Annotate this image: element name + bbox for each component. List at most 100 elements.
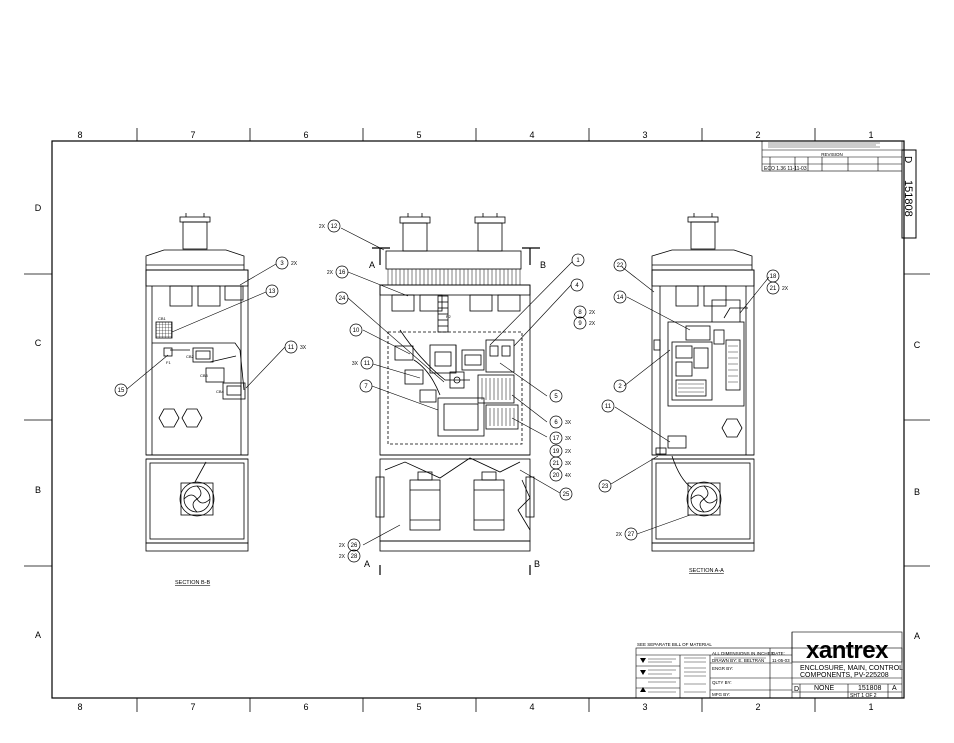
zone-col-top-4: 4: [529, 130, 534, 140]
balloon-quantity: 2X: [616, 532, 623, 538]
balloon-number: 11: [288, 345, 295, 351]
balloon-number: 8: [578, 310, 582, 316]
balloon-quantity: 2X: [327, 270, 334, 276]
zone-col-top-1: 1: [868, 130, 873, 140]
zone-col-bottom-6: 6: [303, 702, 308, 712]
balloon-quantity: 2X: [589, 310, 596, 316]
drawing-number-box: D 151808: [901, 149, 917, 239]
center-view: [372, 213, 540, 575]
balloon-number: 19: [553, 449, 560, 455]
zone-row-right-b: B: [914, 487, 920, 497]
dwg-number: 151808: [858, 685, 881, 692]
zone-col-top-3: 3: [642, 130, 647, 140]
balloon-number: 2: [618, 384, 622, 390]
zone-row-left-c: C: [35, 338, 42, 348]
company-logo: xantrex: [806, 637, 889, 664]
drawing-border: [51, 140, 905, 699]
component-f1: F1: [166, 360, 171, 365]
balloon-number: 25: [563, 492, 570, 498]
balloon-quantity: 4X: [565, 473, 572, 479]
zone-ticks: [24, 128, 930, 712]
component-cb2: CB2: [186, 354, 195, 359]
balloon-number: 11: [605, 404, 612, 410]
zone-row-left-d: D: [35, 203, 42, 213]
balloon-number: 9: [578, 321, 582, 327]
balloon-number: 11: [364, 361, 371, 367]
zone-row-left-a: A: [35, 630, 41, 640]
balloon-quantity: 3X: [565, 436, 572, 442]
section-a-view: [651, 213, 755, 552]
balloon-quantity: 3X: [352, 361, 359, 367]
balloon-quantity: 2X: [319, 224, 326, 230]
zone-col-bottom-3: 3: [642, 702, 647, 712]
zone-col-top-2: 2: [755, 130, 760, 140]
size-value: D: [794, 686, 799, 693]
bom-note: SEE SEPARATE BILL OF MATERIAL: [637, 642, 712, 647]
section-b-label: SECTION B-B: [175, 580, 210, 586]
leader-lines: [126, 227, 770, 546]
component-cb4: CB4: [216, 389, 225, 394]
title-block: [635, 631, 903, 699]
balloon-number: 27: [628, 532, 635, 538]
balloon-number: 28: [351, 554, 358, 560]
cut-label-b-top: B: [540, 260, 546, 270]
cut-label-b-bottom: B: [534, 559, 540, 569]
revision-block: REVISION ECO 1.36 11-11-03: [761, 140, 903, 172]
balloon-number: 12: [331, 224, 338, 230]
drawn-date: 11-05-03: [772, 658, 790, 663]
drawn-by: DRAWN BY: E. BELTRAN: [712, 658, 764, 663]
balloon-quantity: 3X: [565, 420, 572, 426]
zone-row-right-c: C: [914, 340, 921, 350]
cut-label-a-bottom: A: [364, 559, 370, 569]
balloon-quantity: 3X: [565, 461, 572, 467]
balloon-quantity: 2X: [565, 449, 572, 455]
rev-value: A: [892, 685, 897, 692]
balloon-quantity: 2X: [782, 286, 789, 292]
balloon-number: 15: [118, 388, 125, 394]
component-cb3: CB3: [200, 373, 209, 378]
zone-col-bottom-2: 2: [755, 702, 760, 712]
cut-label-a-top: A: [369, 260, 375, 270]
sheet-value: SHT 1 OF 2: [850, 693, 877, 699]
component-cb1: CB1: [158, 316, 167, 321]
scale-value: NONE: [814, 685, 835, 692]
balloon-number: 21: [770, 286, 777, 292]
balloon-number: 18: [770, 274, 777, 280]
component-f2: F2: [446, 314, 451, 319]
revision-header: REVISION: [821, 152, 843, 157]
balloon-number: 13: [269, 289, 276, 295]
balloon-number: 6: [554, 420, 558, 426]
callout-balloons: [114, 219, 780, 563]
balloon-quantity: 3X: [300, 345, 307, 351]
zone-col-top-5: 5: [416, 130, 421, 140]
drawing-size-vertical: D: [902, 156, 913, 163]
dimensions-note: ALL DIMENSIONS IN INCHES: [712, 651, 774, 656]
zone-col-bottom-5: 5: [416, 702, 421, 712]
balloon-number: 1: [576, 258, 580, 264]
section-b-view: [145, 213, 249, 552]
balloon-number: 10: [353, 328, 360, 334]
revision-row: ECO 1.36 11-11-03: [764, 166, 807, 172]
balloon-number: 16: [339, 270, 346, 276]
zone-col-bottom-1: 1: [868, 702, 873, 712]
balloon-number: 26: [351, 543, 358, 549]
balloon-number: 23: [602, 484, 609, 490]
zone-row-right-a: A: [914, 631, 920, 641]
title-line-1: ENCLOSURE, MAIN, CONTROL: [800, 665, 903, 672]
mfg-by: MFG BY:: [712, 692, 730, 697]
zone-col-bottom-4: 4: [529, 702, 534, 712]
balloon-quantity: 2X: [339, 554, 346, 560]
engr-by: ENGR BY:: [712, 666, 733, 671]
balloon-quantity: 2X: [589, 321, 596, 327]
balloon-number: 22: [617, 263, 624, 269]
zone-col-top-7: 7: [190, 130, 195, 140]
balloon-number: 14: [617, 295, 624, 301]
zone-col-bottom-8: 8: [77, 702, 82, 712]
zone-col-bottom-7: 7: [190, 702, 195, 712]
balloon-number: 4: [575, 283, 579, 289]
balloon-number: 20: [553, 473, 560, 479]
drawing-number-vertical: 151808: [902, 180, 914, 217]
balloon-number: 5: [554, 394, 558, 400]
